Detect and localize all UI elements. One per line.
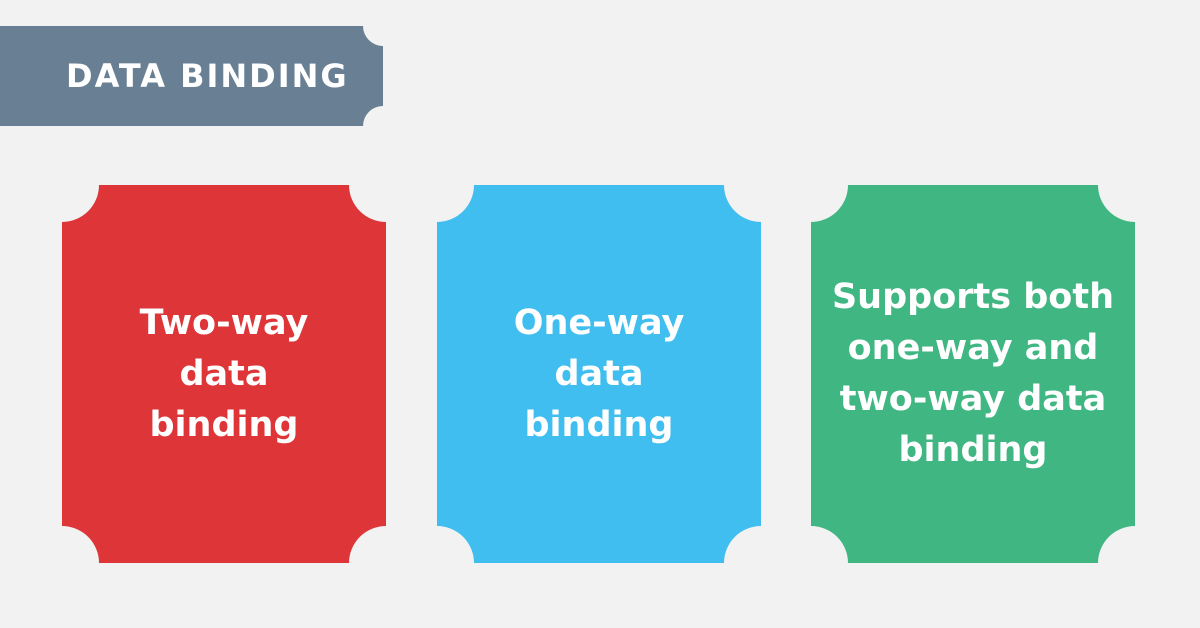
card-supports-both-label: Supports both one-way and two-way data b… xyxy=(831,277,1115,470)
card-supports-both-path xyxy=(811,185,1135,563)
card-supports-both: Supports both one-way and two-way data b… xyxy=(811,185,1135,563)
card-one-way-shape xyxy=(437,185,761,563)
banner-ribbon-path xyxy=(0,26,383,126)
card-supports-both-shape xyxy=(811,185,1135,563)
header-banner: DATA BINDING xyxy=(0,26,383,126)
card-two-way-shape xyxy=(62,185,386,563)
banner-ribbon-shape xyxy=(0,26,383,126)
card-one-way: One-way data binding xyxy=(437,185,761,563)
card-two-way-label: Two-way data binding xyxy=(139,302,309,445)
page-title: DATA BINDING xyxy=(66,57,349,95)
card-two-way-path xyxy=(62,185,386,563)
card-one-way-path xyxy=(437,185,761,563)
card-two-way: Two-way data binding xyxy=(62,185,386,563)
card-one-way-label: One-way data binding xyxy=(513,302,685,445)
